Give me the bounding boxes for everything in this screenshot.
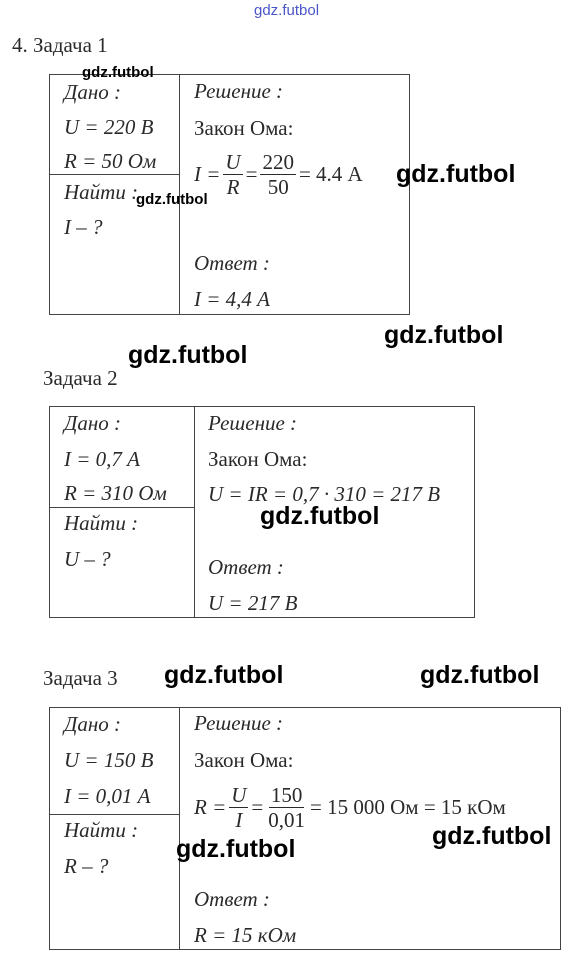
task3-fraction-denominator: I	[235, 808, 243, 833]
watermark-10: gdz.futbol	[176, 835, 296, 863]
task1-fraction-numerator: U	[223, 150, 243, 176]
task1-given-header: Дано :	[64, 80, 122, 104]
watermark-6: gdz.futbol	[260, 502, 380, 530]
watermark-4: gdz.futbol	[384, 321, 504, 349]
task2-given-find-divider	[50, 507, 194, 508]
task2-law: Закон Ома:	[208, 447, 308, 471]
task3-given-header: Дано :	[64, 712, 122, 736]
task2-column-divider	[194, 407, 195, 617]
task1-answer: I = 4,4 А	[194, 287, 270, 311]
watermark-7: gdz.futbol	[164, 661, 284, 689]
task1-find-header: Найти :	[64, 180, 139, 204]
task3-solution-header: Решение :	[194, 711, 284, 735]
task2-find-header: Найти :	[64, 511, 139, 535]
task3-find-resistance: R – ?	[64, 854, 109, 878]
task3-answer: R = 15 кОм	[194, 923, 297, 947]
task3-answer-header: Ответ :	[194, 887, 270, 911]
task3-table: Дано : U = 150 В I = 0,01 А Найти : R – …	[49, 707, 561, 950]
task1-solution-header: Решение :	[194, 79, 284, 103]
task3-given-voltage: U = 150 В	[64, 748, 154, 772]
task3-law: Закон Ома:	[194, 748, 294, 772]
task3-fraction-num-value: 150	[268, 783, 305, 809]
task2-answer-header: Ответ :	[208, 555, 284, 579]
task2-table: Дано : I = 0,7 А R = 310 Ом Найти : U – …	[49, 406, 475, 618]
task2-answer: U = 217 В	[208, 591, 298, 615]
task1-given-voltage: U = 220 В	[64, 115, 154, 139]
watermark-1: gdz.futbol	[82, 64, 154, 81]
task3-formula-result: = 15 000 Ом = 15 кОм	[310, 795, 506, 820]
task1-given-resistance: R = 50 Ом	[64, 149, 157, 173]
task2-formula: U = IR = 0,7 · 310 = 217 В	[208, 482, 441, 506]
task3-given-current: I = 0,01 А	[64, 784, 151, 808]
watermark-top: gdz.futbol	[254, 2, 320, 19]
watermark-2: gdz.futbol	[136, 191, 208, 208]
task3-formula: R = U I = 150 0,01 = 15 000 Ом = 15 кОм	[194, 784, 506, 831]
task1-given-find-divider	[50, 174, 179, 175]
task1-fraction-num-value: 220	[260, 150, 296, 176]
task2-find-voltage: U – ?	[64, 547, 111, 571]
task3-formula-lhs: R =	[194, 795, 227, 820]
task1-find-current: I – ?	[64, 215, 103, 239]
task1-law: Закон Ома:	[194, 116, 294, 140]
task1-column-divider	[179, 75, 180, 314]
task3-formula-equals: =	[251, 795, 264, 820]
task3-given-find-divider	[50, 814, 179, 815]
task1-formula: I = U R = 220 50 = 4.4 А	[194, 151, 363, 198]
task1-formula-lhs: I =	[194, 162, 221, 187]
task1-answer-header: Ответ :	[194, 251, 270, 275]
task3-fraction-symbolic: U I	[229, 783, 249, 833]
task3-find-header: Найти :	[64, 818, 139, 842]
task2-given-header: Дано :	[64, 411, 122, 435]
task2-given-resistance: R = 310 Ом	[64, 481, 167, 505]
task3-title: Задача 3	[43, 666, 118, 690]
task3-fraction-den-value: 0,01	[268, 808, 306, 833]
task1-title: 4. Задача 1	[12, 33, 108, 57]
task3-column-divider	[179, 708, 180, 949]
task1-fraction-numeric: 220 50	[260, 151, 296, 198]
task2-title: Задача 2	[43, 366, 118, 390]
task1-formula-equals: =	[245, 162, 258, 187]
task3-fraction-numeric: 150 0,01	[266, 784, 307, 831]
task1-formula-result: = 4.4 А	[298, 162, 363, 187]
watermark-5: gdz.futbol	[128, 341, 248, 369]
watermark-9: gdz.futbol	[432, 822, 552, 850]
task2-solution-header: Решение :	[208, 411, 298, 435]
task3-fraction-numerator: U	[229, 783, 249, 809]
task1-fraction-denominator: R	[226, 175, 240, 200]
task1-fraction-symbolic: U R	[223, 150, 243, 200]
watermark-3: gdz.futbol	[396, 160, 516, 188]
watermark-8: gdz.futbol	[420, 661, 540, 689]
task1-table: Дано : U = 220 В R = 50 Ом Найти : I – ?…	[49, 74, 410, 315]
task1-fraction-den-value: 50	[267, 175, 289, 200]
task2-given-current: I = 0,7 А	[64, 447, 140, 471]
